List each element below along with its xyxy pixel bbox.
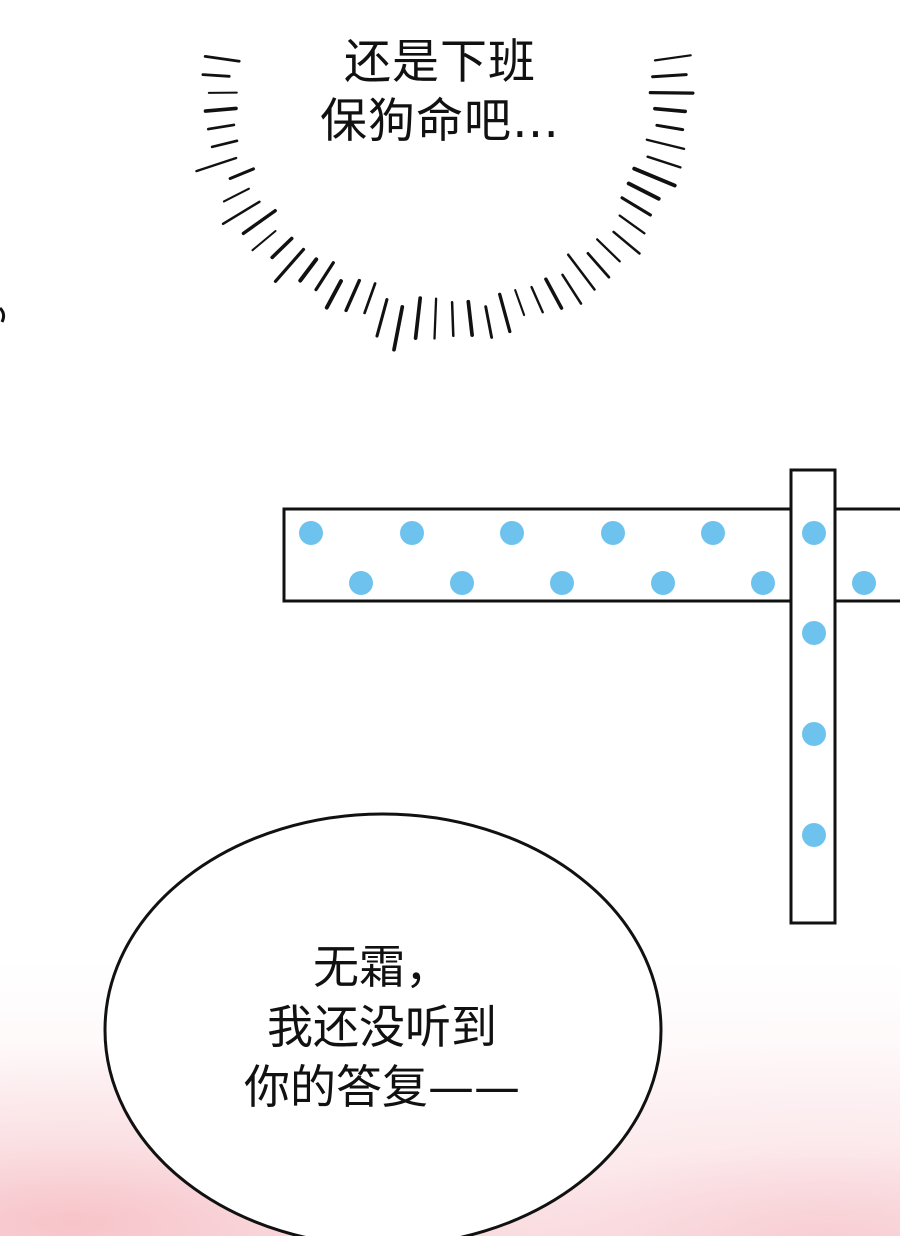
burst-line <box>433 297 438 340</box>
polka-dot <box>802 521 826 545</box>
burst-line <box>221 200 261 226</box>
burst-line <box>195 156 238 173</box>
burst-line <box>530 285 544 314</box>
polka-dot <box>400 521 424 545</box>
thought-bubble-text: 还是下班 保狗命吧… <box>290 34 590 152</box>
thought-line-2: 保狗命吧… <box>320 93 560 149</box>
burst-line <box>561 273 583 305</box>
burst-line <box>612 230 641 255</box>
polka-dot <box>550 571 574 595</box>
burst-line <box>566 253 596 291</box>
burst-line <box>413 296 423 340</box>
polka-dot <box>701 521 725 545</box>
burst-line <box>646 155 682 169</box>
burst-line <box>466 299 474 337</box>
polka-dot <box>802 823 826 847</box>
burst-line <box>375 298 389 338</box>
speech-line-2: 我还没听到 <box>267 999 497 1054</box>
burst-line <box>314 261 335 292</box>
polka-dot <box>651 571 675 595</box>
speech-line-3: 你的答复—— <box>244 1059 520 1114</box>
burst-line <box>632 166 677 188</box>
edge-fragment <box>0 306 6 323</box>
burst-line <box>251 230 277 252</box>
burst-line <box>648 90 695 95</box>
burst-line <box>203 106 238 113</box>
burst-line <box>653 54 692 62</box>
burst-line <box>498 292 512 334</box>
polka-dot <box>852 571 876 595</box>
burst-line <box>655 123 685 132</box>
burst-line <box>544 277 564 310</box>
burst-line <box>228 167 255 181</box>
speech-line-1: 无霜， <box>313 940 451 994</box>
polka-dot <box>601 521 625 545</box>
burst-line <box>626 181 661 201</box>
polka-dot <box>802 722 826 746</box>
burst-line <box>273 247 306 283</box>
polka-dot <box>751 571 775 595</box>
burst-line <box>363 282 377 315</box>
polka-dot <box>802 621 826 645</box>
vertical-ribbon <box>789 468 837 925</box>
polka-dot <box>299 521 323 545</box>
burst-line <box>222 187 250 203</box>
burst-line <box>298 257 319 283</box>
burst-line <box>596 238 621 263</box>
burst-line <box>270 236 294 260</box>
burst-line <box>206 123 236 131</box>
polka-dot <box>349 571 373 595</box>
burst-line <box>324 279 343 310</box>
burst-line <box>620 196 652 217</box>
burst-line <box>203 55 241 63</box>
burst-line <box>645 138 686 151</box>
burst-line <box>618 214 646 235</box>
burst-line <box>201 73 231 78</box>
burst-line <box>344 278 361 313</box>
burst-line <box>514 289 526 317</box>
polka-dot <box>450 571 474 595</box>
burst-line <box>484 305 494 339</box>
burst-line <box>210 139 239 149</box>
burst-line <box>651 73 688 79</box>
thought-line-1: 还是下班 <box>344 35 536 90</box>
burst-line <box>653 106 688 114</box>
polka-dot <box>500 521 524 545</box>
burst-line <box>392 305 405 352</box>
burst-line <box>586 251 611 279</box>
burst-line <box>450 300 455 338</box>
speech-bubble-text: 无霜， 我还没听到 你的答复—— <box>182 938 582 1117</box>
burst-line <box>241 208 277 236</box>
